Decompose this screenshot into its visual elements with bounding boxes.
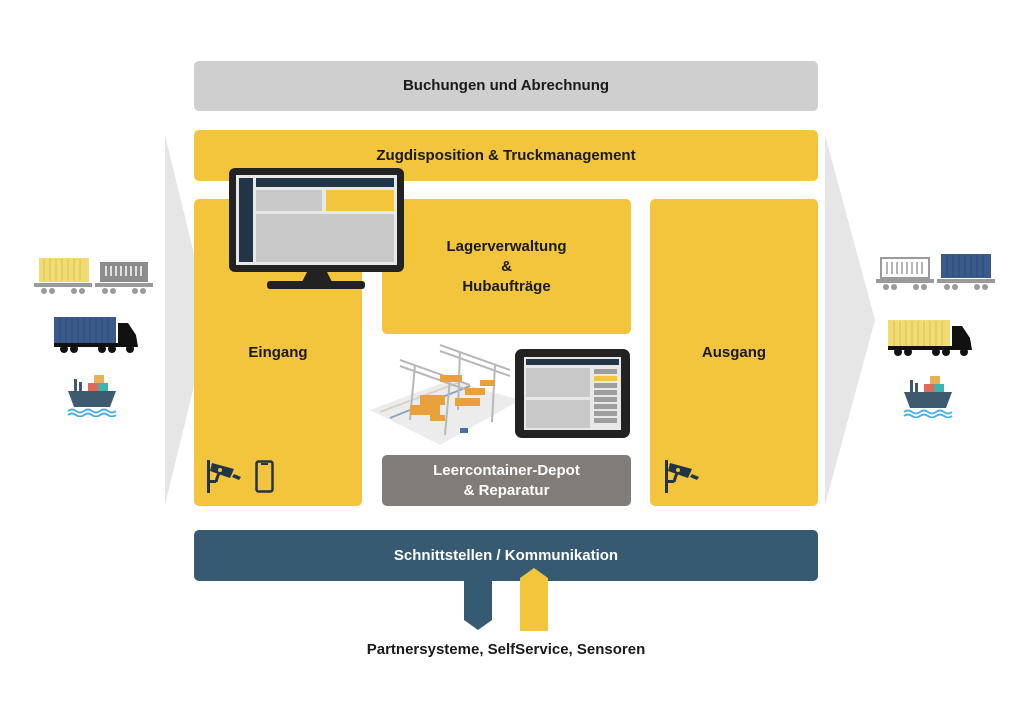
security-camera-icon [664,460,704,494]
truck-icon [52,315,142,355]
train-icon [32,256,154,296]
storage-box: Lagerverwaltung & Hubaufträge [382,199,631,334]
inbound-label: Eingang [248,343,308,361]
outbound-arrow [825,135,885,505]
inbound-arrow [160,135,220,505]
desktop-monitor-icon [229,168,405,292]
train-icon [874,252,996,292]
outbound-label: Ausgang [701,343,767,361]
outbound-box: Ausgang [650,199,818,506]
footer-label: Partnersysteme, SelfService, Sensoren [366,641,646,658]
depot-label-line1: Leercontainer-Depot [433,461,580,479]
booking-billing-bar: Buchungen und Abrechnung [194,61,818,111]
depot-label-line2: & Reparatur [463,481,550,499]
interfaces-label: Schnittstellen / Kommunikation [393,546,619,564]
booking-billing-label: Buchungen und Abrechnung [402,77,610,94]
dispatch-label: Zugdisposition & Truckmanagement [376,146,636,164]
ship-icon [66,373,120,417]
smartphone-icon [255,460,275,494]
tablet-icon [515,349,631,439]
storage-label-line1: Lagerverwaltung [446,237,567,255]
truck-icon [886,318,976,358]
depot-box: Leercontainer-Depot & Reparatur [382,455,631,506]
container-terminal-illustration [370,340,520,445]
interfaces-bar: Schnittstellen / Kommunikation [194,530,818,581]
ship-icon [902,374,956,418]
storage-label-line3: Hubaufträge [462,277,551,295]
security-camera-icon [206,460,246,494]
incoming-data-arrow-icon [519,568,549,632]
storage-label-line2: & [501,257,512,275]
outgoing-data-arrow-icon [463,580,493,632]
